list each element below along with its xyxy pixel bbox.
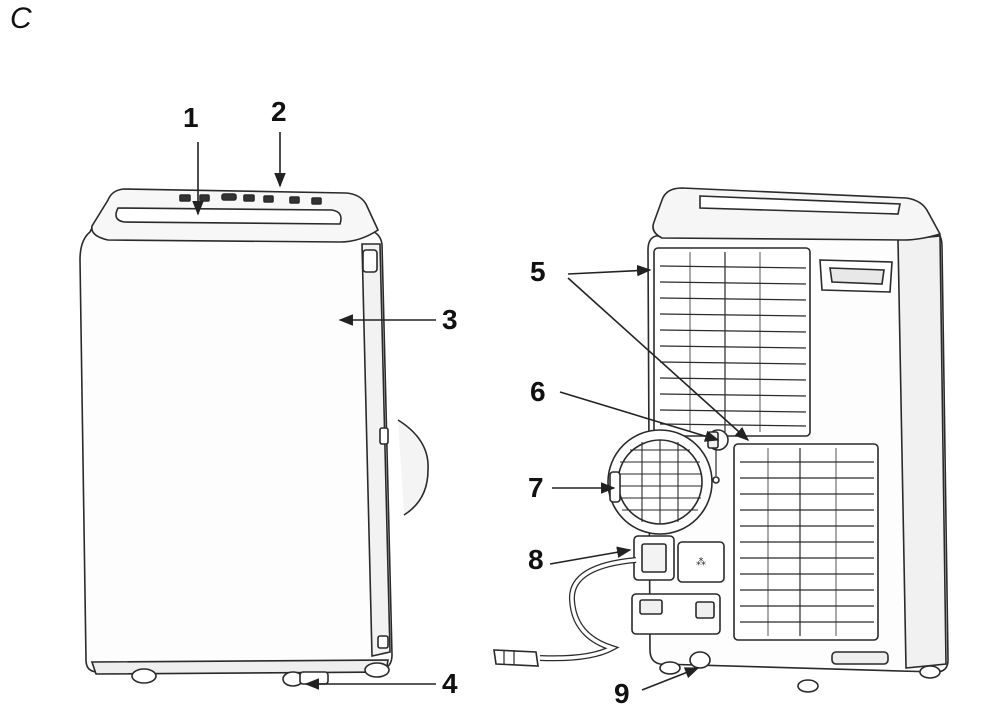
leader-lines	[192, 132, 750, 691]
callout-7: 7	[528, 472, 544, 503]
leader-8	[549, 546, 632, 565]
front-unit	[79, 188, 429, 687]
power-cord	[493, 557, 637, 667]
rear-unit: ⁂	[607, 187, 949, 693]
callout-5: 5	[530, 256, 546, 287]
leader-5a	[567, 264, 652, 277]
leader-6	[559, 391, 720, 442]
leader-5b	[567, 277, 750, 441]
callout-9: 9	[614, 678, 630, 709]
callout-3: 3	[442, 304, 458, 335]
figure-letter: C	[10, 2, 32, 35]
svg-text:⁂: ⁂	[696, 556, 706, 568]
leader-9	[641, 667, 700, 691]
callout-4: 4	[442, 668, 458, 699]
callout-1: 1	[183, 102, 199, 133]
callout-6: 6	[530, 376, 546, 407]
callout-2: 2	[271, 96, 287, 127]
callout-8: 8	[528, 544, 544, 575]
